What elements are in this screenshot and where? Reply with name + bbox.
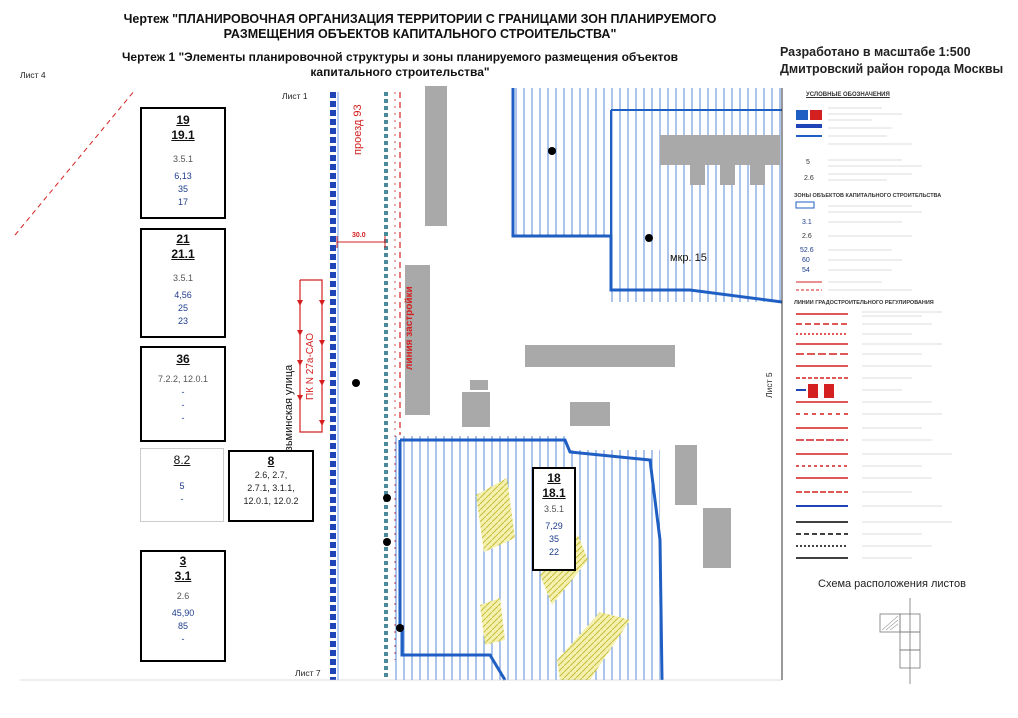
title-line-1: Чертеж "ПЛАНИРОВОЧНАЯ ОРГАНИЗАЦИЯ ТЕРРИТ… [123, 12, 717, 26]
zone-card-36: 36 7.2.2, 12.0.1 - - - [140, 346, 226, 442]
zone-card-8-2: 8.2 5 - [140, 448, 224, 522]
legend-symbols: 5 2.6 ЗОНЫ ОБЪЕКТОВ КАПИТАЛЬНОГО СТРОИТЕ… [794, 107, 952, 559]
building-line-label: линия застройки [404, 286, 415, 370]
zone-card-8: 8 2.6, 2.7, 2.7.1, 3.1.1, 12.0.1, 12.0.2 [228, 450, 314, 522]
scale-label: Разработано в масштабе 1:500 [780, 45, 971, 59]
zone-card-21: 21 21.1 3.5.1 4,56 25 23 [140, 228, 226, 338]
sheet-4-label: Лист 4 [20, 70, 46, 80]
pk-boundary [299, 279, 323, 433]
legend-sample-4: 2.6 [802, 233, 812, 240]
zone-card-19: 19 19.1 3.5.1 6,13 35 17 [140, 107, 226, 219]
legend-sample-7: 54 [802, 267, 810, 274]
zone-card-18: 18 18.1 3.5.1 7,29 35 22 [532, 467, 576, 571]
sheet-5-label: Лист 5 [764, 372, 774, 398]
passage-name: проезд 93 [352, 104, 364, 155]
district-label: Дмитровский район города Москвы [780, 62, 1004, 76]
pk-label: ПК N 27а-САО [305, 332, 316, 400]
subtitle-line-1: Чертеж 1 "Элементы планировочной структу… [121, 50, 679, 64]
legend-title: УСЛОВНЫЕ ОБОЗНАЧЕНИЯ [806, 92, 890, 98]
title-line-2: РАЗМЕЩЕНИЯ ОБЪЕКТОВ КАПИТАЛЬНОГО СТРОИТЕ… [223, 27, 617, 41]
buildings [405, 86, 780, 568]
legend-sample-6: 60 [802, 257, 810, 264]
legend-sample-3: 3.1 [802, 219, 812, 226]
legend-sample-1: 5 [806, 159, 810, 166]
micro-district-label: мкр. 15 [670, 252, 707, 264]
legend-panel: УСЛОВНЫЕ ОБОЗНАЧЕНИЯ 5 2.6 ЗОНЫ ОБЪЕКТОВ… [792, 92, 1002, 572]
sheet-1-label: Лист 1 [282, 91, 308, 101]
zone-card-3: 3 3.1 2.6 45,90 85 - [140, 550, 226, 662]
boundary-line [14, 89, 136, 236]
legend-section-3: ЛИНИИ ГРАДОСТРОИТЕЛЬНОГО РЕГУЛИРОВАНИЯ [794, 300, 934, 306]
scheme-title: Схема расположения листов [818, 578, 966, 590]
legend-sample-5: 52.6 [800, 247, 814, 254]
sheet-layout-scheme [879, 598, 921, 684]
zone-markers [352, 147, 653, 632]
zone-upper-blue [511, 88, 783, 304]
sheet-7-label: Лист 7 [295, 668, 321, 678]
legend-section-2: ЗОНЫ ОБЪЕКТОВ КАПИТАЛЬНОГО СТРОИТЕЛЬСТВА [794, 193, 941, 199]
subtitle-line-2: капитального строительства" [310, 65, 490, 79]
zone-lower-blue [390, 436, 664, 681]
legend-sample-2: 2.6 [804, 175, 814, 182]
dimension-label: 30.0 [352, 232, 366, 239]
